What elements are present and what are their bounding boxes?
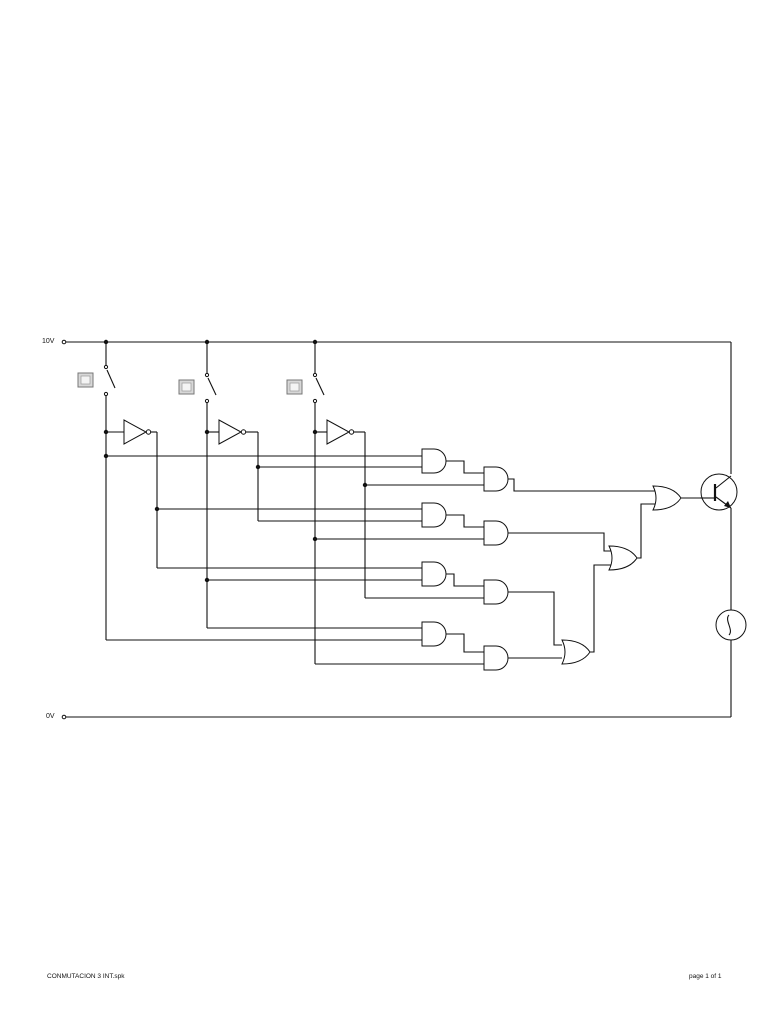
switch-c[interactable] (286, 342, 325, 664)
and-gate-4 (483, 520, 611, 552)
and-gate-3 (421, 502, 484, 528)
or-gate-3 (652, 485, 700, 511)
input-wiring (106, 455, 484, 665)
label-10v: 10V (42, 338, 55, 345)
switch-b[interactable] (178, 342, 217, 628)
transistor (700, 473, 738, 610)
and-gate-5 (421, 561, 484, 587)
inverter-b (207, 419, 259, 521)
rail-0v (61, 640, 732, 720)
label-0v: 0V (46, 713, 55, 720)
and-gate-8 (483, 645, 562, 671)
inverter-a (106, 419, 158, 568)
or-gate-1 (561, 564, 611, 665)
rail-10v (61, 339, 732, 474)
or-gate-2 (608, 503, 655, 571)
switch-a[interactable] (77, 342, 116, 640)
footer-file-name: CONMUTACION 3 INT.spk (47, 973, 125, 980)
and-gate-2 (483, 466, 655, 492)
inverter-c (315, 419, 366, 598)
footer-page-indicator: page 1 of 1 (689, 973, 722, 980)
and-gate-6 (483, 579, 562, 646)
lamp (715, 609, 747, 641)
and-gate-7 (421, 621, 484, 653)
junction-dots (103, 339, 368, 583)
and-gate-1 (421, 448, 484, 474)
